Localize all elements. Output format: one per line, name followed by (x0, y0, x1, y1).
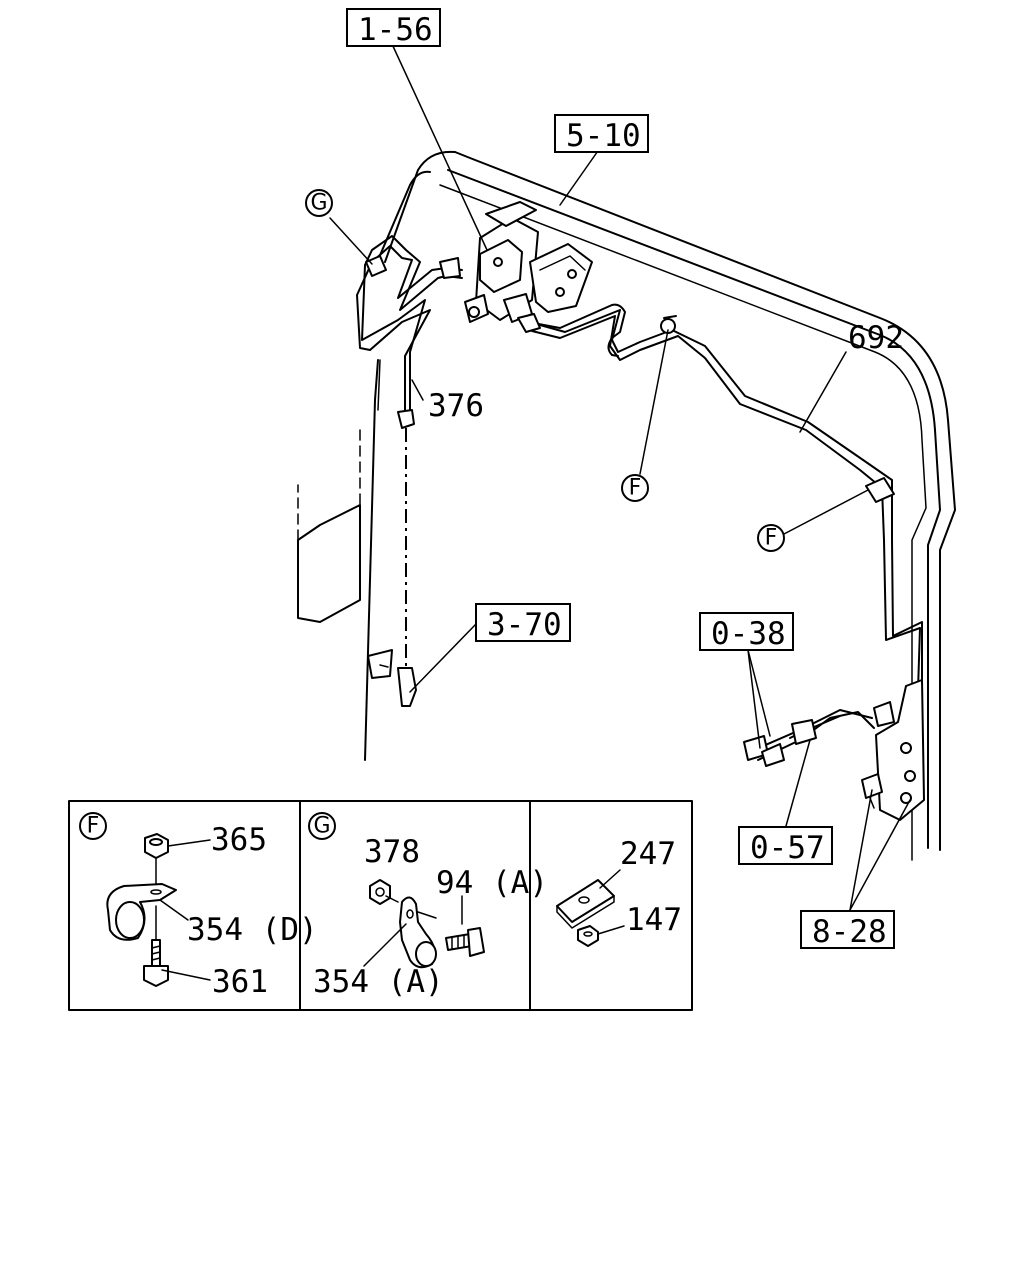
ref-label-5-10: 5-10 (554, 114, 649, 154)
ref-text-0-57: 0-57 (750, 830, 825, 866)
detail-g-94a: 94 (A) (436, 865, 548, 901)
callout-f-right-text: F (765, 526, 778, 551)
valve-assembly (439, 201, 593, 333)
cab-frame (297, 150, 956, 861)
ref-text-3-70: 3-70 (487, 607, 562, 643)
detail-f-365: 365 (211, 822, 267, 858)
ref-text-5-10: 5-10 (566, 118, 641, 154)
detail-plate-147: 147 (626, 902, 682, 938)
ref-label-3-70: 3-70 (475, 603, 571, 643)
detail-f-marker: F (87, 814, 100, 839)
ref-label-8-28: 8-28 (800, 910, 895, 950)
detail-g-354a: 354 (A) (313, 964, 444, 1000)
ref-text-0-38: 0-38 (711, 616, 786, 652)
ref-label-0-57: 0-57 (738, 826, 833, 866)
ref-label-1-56: 1-56 (346, 8, 441, 48)
callout-g-top: G (305, 189, 333, 217)
detail-g-marker: G (313, 814, 330, 839)
detail-f-361: 361 (212, 964, 268, 1000)
leader-lines (329, 43, 911, 911)
detail-panels (68, 800, 693, 1011)
part-number-376: 376 (428, 388, 484, 424)
air-line-692 (527, 303, 923, 691)
callout-f-mid-text: F (629, 476, 642, 501)
detail-f-354d: 354 (D) (187, 912, 318, 948)
ref-label-0-38: 0-38 (699, 612, 794, 652)
detail-g: G 378 94 (A) 354 (A) (308, 812, 548, 1000)
detail-plate: 247 147 (556, 836, 682, 947)
callout-f-mid: F (621, 474, 649, 502)
air-line-376 (356, 235, 463, 707)
part-number-692: 692 (848, 320, 904, 356)
detail-plate-247: 247 (620, 836, 676, 872)
ref-text-8-28: 8-28 (812, 914, 887, 950)
callout-g-top-text: G (310, 191, 327, 216)
detail-f: F 365 354 (D) 361 (79, 812, 318, 1000)
right-fittings (743, 679, 925, 821)
ref-text-1-56: 1-56 (358, 12, 433, 48)
callout-f-right: F (757, 524, 785, 552)
detail-g-378: 378 (364, 834, 420, 870)
